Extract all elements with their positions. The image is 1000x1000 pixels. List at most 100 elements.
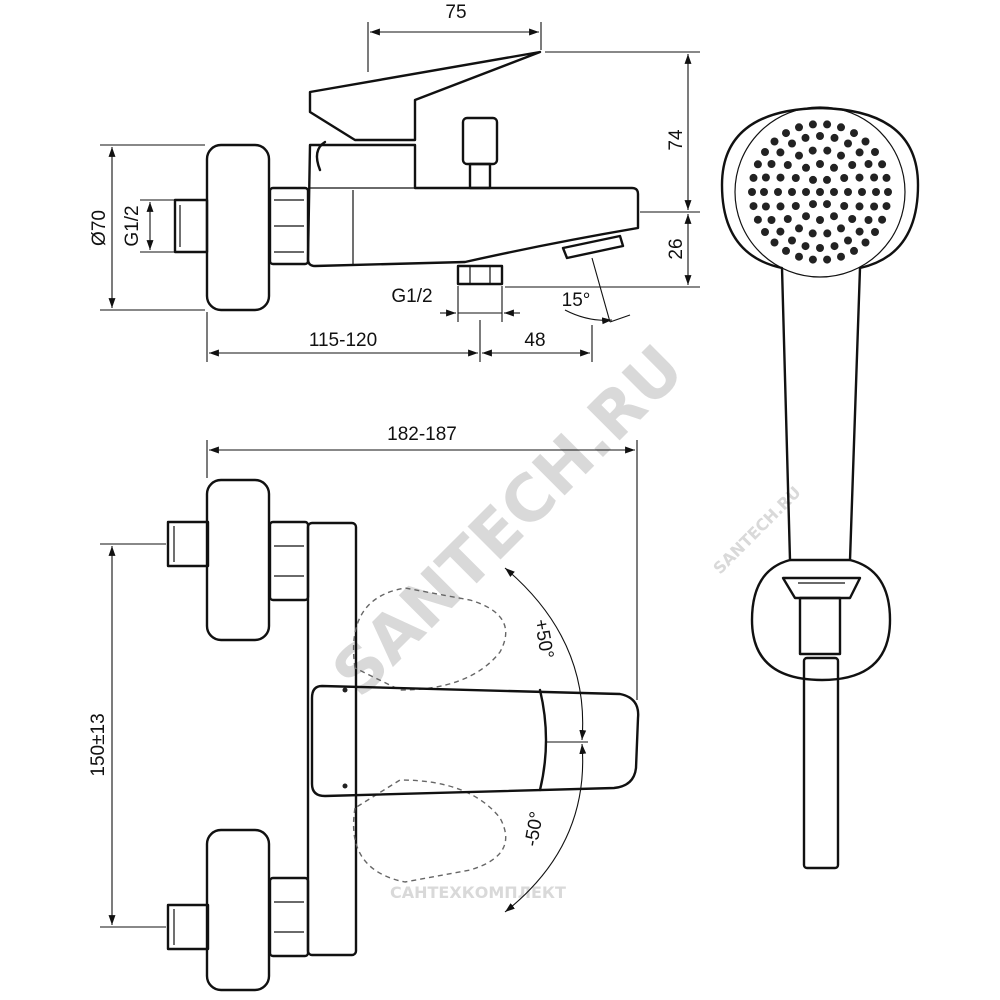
nozzle-hole [816,188,824,196]
lever-up-position [352,587,507,691]
nozzle-hole [861,137,870,146]
nozzle-hole [774,188,782,196]
nozzle-hole [788,188,796,196]
nozzle-hole [753,215,762,224]
nozzle-hole [861,238,870,247]
nozzle-hole [830,188,838,196]
nozzle-hole [795,224,803,233]
dim-diameter: Ø70 [89,210,110,246]
nozzle-hole [870,173,879,182]
nozzle-hole [837,151,845,160]
watermark-main: SANTECH.RU [319,332,698,711]
dim-outlet-to-spout: 48 [524,330,545,351]
nozzle-hole [791,202,800,210]
nozzle-hole [884,188,892,196]
dim-body-height: 74 [666,129,687,151]
side-lever [308,50,542,142]
nozzle-hole [816,132,824,140]
nozzle-hole [776,227,785,236]
nozzle-hole [776,202,785,211]
nozzle-hole [871,148,879,156]
dim-lever-down: -50° [521,810,548,848]
nozzle-hole [767,160,776,168]
dim-lever-up: +50° [530,618,558,661]
lever-down-position [352,779,507,883]
nozzle-hole [801,242,810,251]
nozzle-hole [830,242,839,251]
nozzle-hole [837,123,845,132]
nozzle-hole [823,146,832,155]
nozzle-hole [749,173,758,182]
side-diverter-knob [461,116,499,166]
nozzle-hole [809,200,817,209]
nozzle-hole [809,175,817,184]
dim-spout-height: 26 [666,238,687,259]
nozzle-hole [788,139,796,148]
nozzle-hole [830,133,839,142]
nozzle-hole [782,246,790,255]
nozzle-hole [844,188,852,196]
nozzle-hole [870,202,879,211]
nozzle-hole [753,160,762,169]
nozzle-hole [808,255,817,264]
nozzle-hole [864,160,873,168]
nozzle-hole [795,252,803,261]
front-upper-nut [268,520,310,602]
nozzle-hole [816,216,824,224]
shower-nozzles [748,120,892,264]
shower-head [720,106,920,562]
nozzle-hole [808,229,817,238]
nozzle-hole [848,215,857,223]
nozzle-hole [782,129,790,138]
dim-outlet-thread: G1/2 [391,286,432,307]
nozzle-hole [872,188,880,196]
side-inlet-connector [173,198,209,254]
front-upper-escutcheon [205,478,271,642]
nozzle-hole [823,175,831,184]
nozzle-hole [761,228,769,236]
nozzle-hole [850,129,858,138]
nozzle-hole [855,173,864,182]
nozzle-hole [802,212,810,221]
nozzle-hole [823,120,832,129]
front-lower-nut [268,876,310,958]
side-body [306,143,640,268]
nozzle-hole [823,229,832,238]
nozzle-hole [848,161,857,169]
nozzle-hole [801,133,810,142]
dim-spout-angle: 15° [562,290,591,311]
watermark-bottom: САНТЕХКОМПЛЕКТ [390,883,566,902]
side-bottom-outlet [456,264,504,286]
nozzle-hole [767,216,776,224]
nozzle-hole [823,200,831,209]
shower-bracket [750,558,892,682]
nozzle-hole [788,236,796,245]
nozzle-hole [830,212,838,221]
nozzle-hole [864,216,873,224]
nozzle-hole [795,151,803,160]
shower-hose-connector [798,596,842,656]
nozzle-hole [808,146,817,155]
nozzle-hole [748,188,756,196]
front-view: 182-187 +50° -50° 150 [88,424,640,992]
nozzle-hole [776,173,785,182]
nozzle-hole [878,215,887,224]
dim-total-length: 182-187 [387,424,457,445]
nozzle-hole [837,224,845,233]
nozzle-hole [850,246,858,255]
nozzle-hole [840,202,849,210]
nozzle-hole [844,139,852,148]
side-view: 75 74 26 Ø70 G1/2 G1/2 15° [89,2,700,362]
nozzle-hole [882,173,891,182]
shower-hose [802,656,840,870]
nozzle-hole [855,227,864,236]
nozzle-hole [858,188,866,196]
nozzle-hole [770,137,779,146]
front-mixer-body [306,521,358,957]
hand-shower [720,106,920,870]
dim-top-width: 75 [445,2,466,23]
dim-wall-to-outlet: 115-120 [309,330,377,351]
dim-inlet-spacing: 150±13 [88,713,109,776]
nozzle-hole [855,148,864,157]
